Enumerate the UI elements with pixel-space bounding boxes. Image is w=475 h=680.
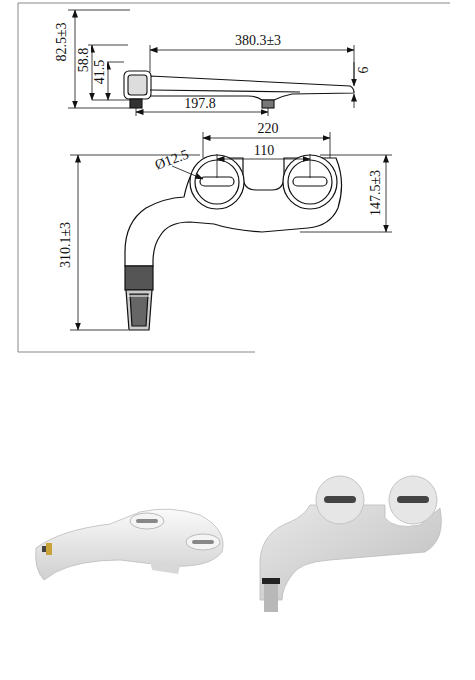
dimension-label: Ø12.5 (152, 147, 191, 173)
frame (18, 3, 450, 352)
side-view (124, 71, 354, 108)
top-view (125, 155, 342, 330)
dimension-label: 82.5±3 (55, 21, 69, 62)
dimension-label: 147.5±3 (369, 169, 383, 217)
product-photo (260, 476, 441, 612)
product-photo (36, 509, 223, 580)
dimension-lines (70, 132, 392, 330)
dimension-label: 220 (257, 122, 280, 136)
dimension-lines (68, 10, 354, 116)
dimension-label: 58.8 (77, 47, 91, 74)
dimension-label: 110 (253, 144, 275, 158)
dimension-label: 310.1±3 (59, 221, 73, 269)
dimension-label: 6 (357, 66, 371, 75)
dimension-label: 197.8 (183, 97, 217, 111)
dimension-label: 380.3±3 (234, 34, 282, 48)
dimension-label: 41.5 (93, 59, 107, 86)
